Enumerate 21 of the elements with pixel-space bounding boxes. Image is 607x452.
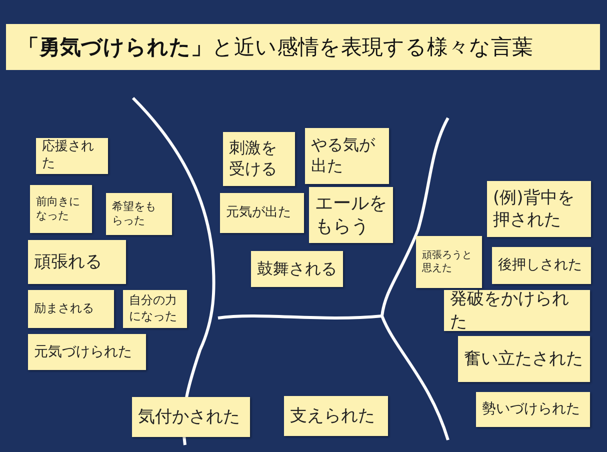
sticky-note: 後押しされた — [492, 247, 591, 284]
sticky-note: 支えられた — [284, 396, 388, 436]
sticky-note: 励まされる — [28, 290, 114, 328]
sticky-note: 前向きになった — [30, 185, 92, 233]
sticky-note: 鼓舞される — [251, 251, 343, 287]
sticky-note: 自分の力になった — [123, 290, 187, 328]
sticky-note: 応援された — [36, 138, 108, 174]
sticky-note: 気付かされた — [132, 397, 250, 437]
sticky-note: 元気づけられた — [28, 334, 146, 370]
sticky-note: 頑張れる — [28, 240, 126, 284]
sticky-note: エールをもらう — [309, 187, 393, 243]
sticky-note: 発破をかけられた — [444, 290, 590, 331]
sticky-note: 頑張ろうと思えた — [416, 236, 482, 288]
sticky-note: 刺激を受ける — [223, 132, 295, 186]
sticky-note: やる気が出た — [305, 128, 389, 184]
sticky-note: 勢いづけられた — [476, 392, 590, 427]
title-banner: 「勇気づけられた」と近い感情を表現する様々な言葉 — [6, 24, 600, 70]
sticky-note: 希望をもらった — [106, 193, 172, 235]
sticky-note: 奮い立たされた — [458, 336, 590, 382]
sticky-note: 元気が出た — [220, 193, 304, 233]
sticky-note: (例)背中を押された — [487, 181, 591, 237]
